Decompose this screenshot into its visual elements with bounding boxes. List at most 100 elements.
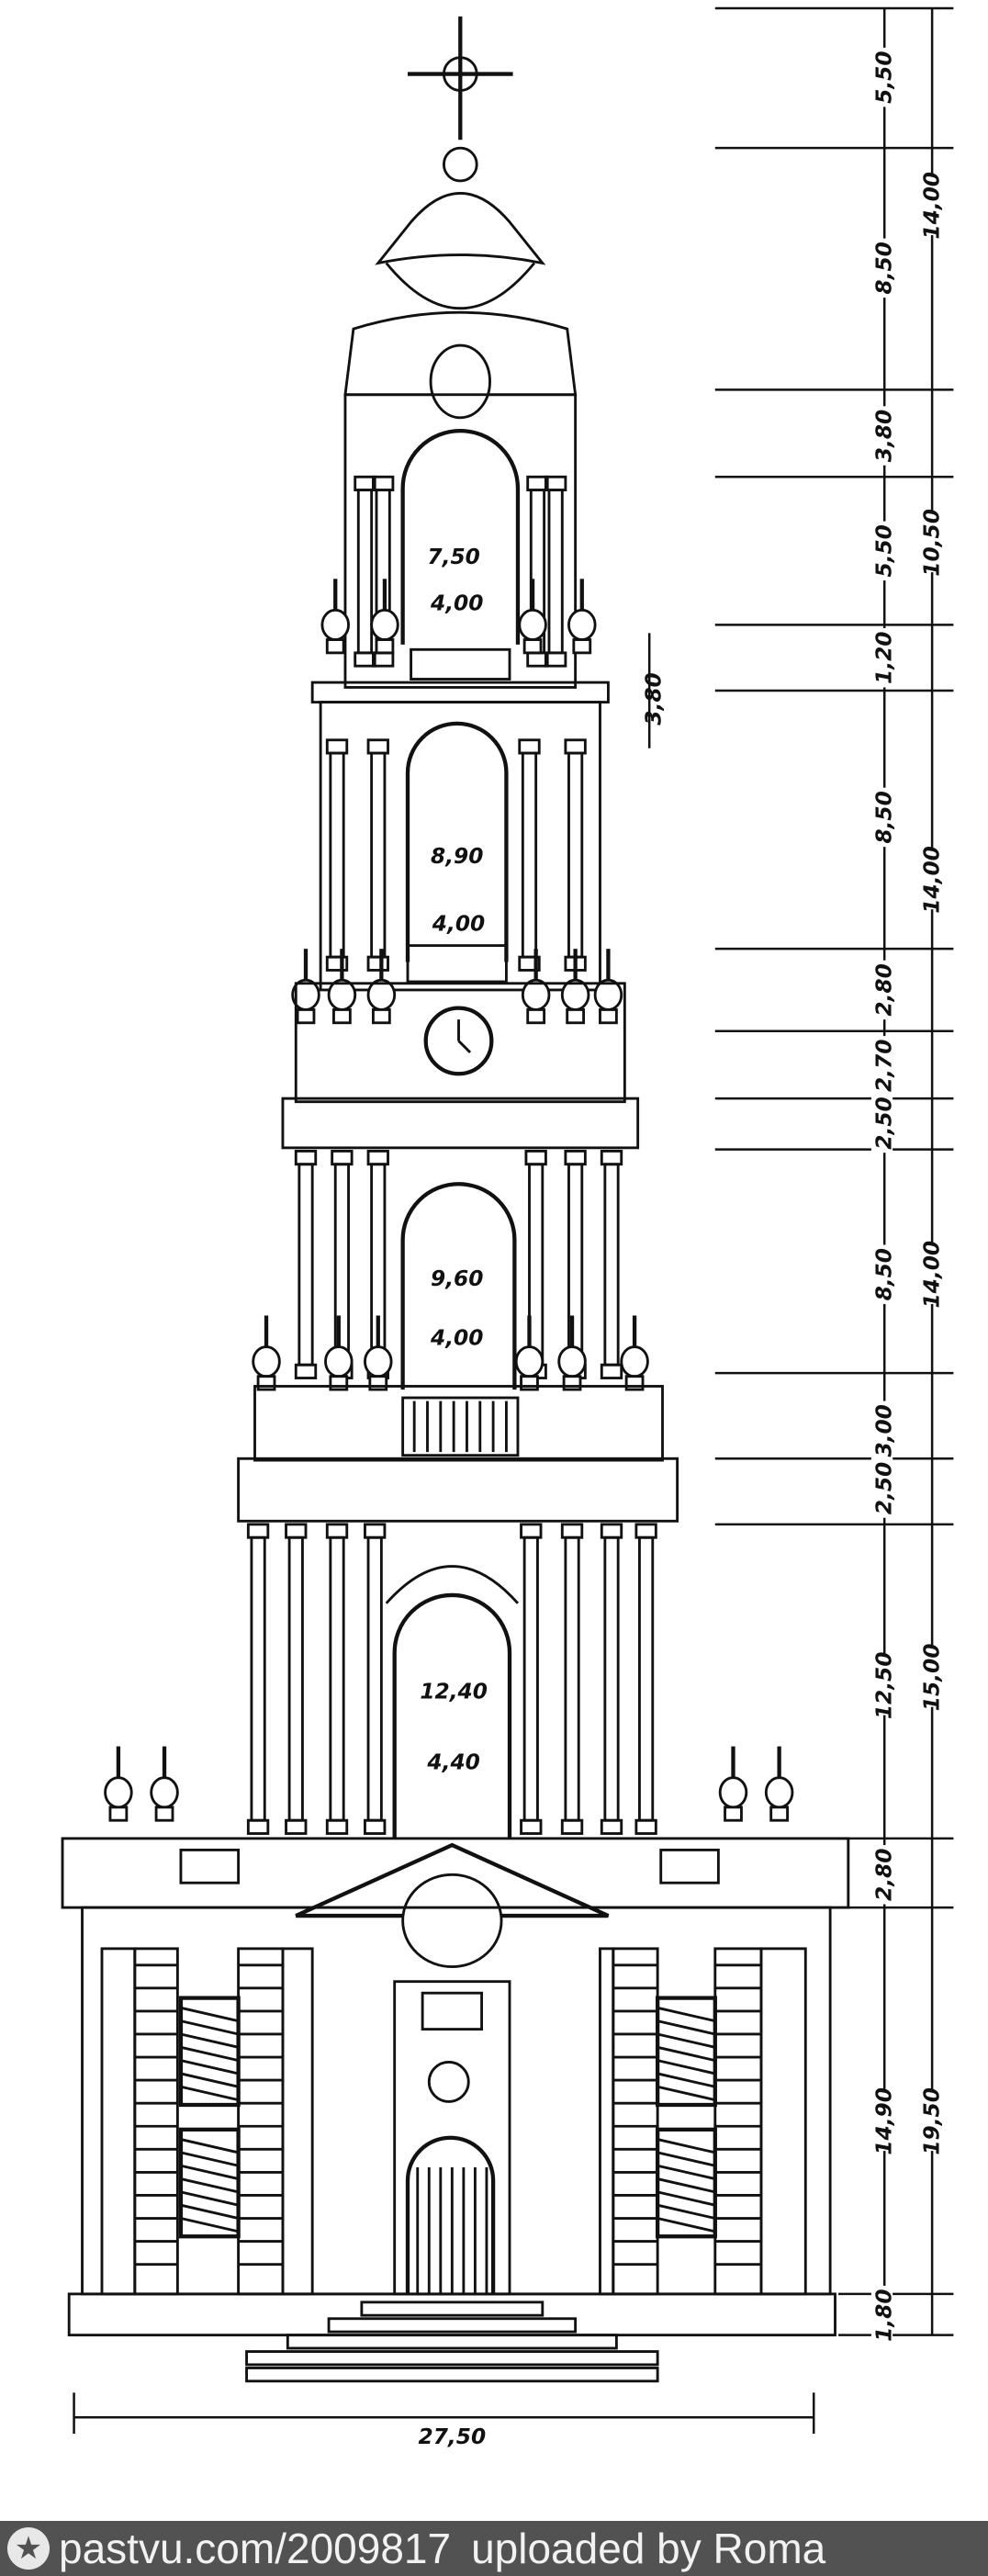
inner-dimension-label: 8,50 [871,242,896,294]
stage4-column-0-base [246,1818,270,1835]
inner-dimension-label: 2,50 [871,1462,896,1514]
opening-4-width: 4,40 [426,1750,479,1775]
tower [61,16,850,2383]
tower-elevation-drawing: 7,50 4,00 8,90 4,00 9,60 4,00 12,40 4,40… [61,6,954,2449]
stage3-column-3 [528,1163,545,1367]
banner-uploader: uploaded by Roma [471,2525,826,2572]
stage4-column-6-base [600,1818,623,1835]
lantern-ball [442,146,478,183]
base-urn-1 [150,1776,179,1809]
top-pilaster-0 [356,489,374,655]
stage4-column-1-base [285,1818,308,1835]
outer-dimension-gap-1 [918,512,941,573]
outer-dimension-label: 15,00 [919,1644,944,1712]
inner-dimension-gap-9 [870,1244,893,1304]
window-grille [657,2019,716,2036]
inner-dimension-label: 1,80 [871,2289,896,2341]
stage3-balustrade [401,1396,520,1457]
stage3-column-4-capital [564,1149,587,1166]
inner-dimension-gap-8 [870,1093,893,1153]
stage2-balustrade [406,944,508,984]
stage4-column-5 [564,1535,580,1822]
inner-dimension-gap-1 [870,238,893,298]
stage3-column-5-capital [600,1149,623,1166]
clock-stage [294,982,626,1104]
stage4-column-3-capital [364,1523,387,1539]
inner-dimension-label: 8,50 [871,791,896,843]
cartouche [429,343,491,420]
top-pilaster-1-capital [371,475,395,492]
stage3-urn-1 [324,1345,354,1378]
stage3-urn-0 [252,1345,281,1378]
stage3-column-5 [603,1163,620,1367]
base-urn-2-foot [724,1805,743,1822]
inner-dimension-label: 2,80 [871,963,896,1016]
base-urn-0 [104,1776,133,1809]
inner-dimension-gap-10 [870,1400,893,1461]
base-urn-1-foot [154,1805,174,1822]
stage3-urn-4-foot [562,1375,582,1391]
stage4-column-7 [638,1535,655,1822]
opening-3-width: 4,00 [430,1326,483,1351]
stage4-column-2-base [325,1818,349,1835]
stage2-column-0-capital [325,738,349,755]
stage4-column-3 [366,1535,383,1822]
stage3-column-1-capital [331,1149,354,1166]
step-4 [245,2367,659,2383]
window-grille [657,2164,716,2180]
window-grille [657,2138,716,2154]
coat-of-arms [401,1873,503,1968]
clock-hands [457,1019,472,1054]
inner-dimension-gap-5 [870,787,893,848]
window-grille [180,2059,239,2075]
top-finial-0 [320,608,350,641]
window-grille [180,2217,239,2233]
stage2-urn-1-foot [332,1008,352,1025]
base-urn-0-foot [108,1805,129,1822]
stage2-column-1 [370,751,387,959]
stage3-column-0-capital [294,1149,318,1166]
opening-2-width: 4,00 [432,911,485,936]
outer-dimension-label: 10,50 [919,509,944,577]
stage4-column-6 [603,1535,620,1822]
step-2 [286,2334,618,2350]
cross-icon [408,16,513,141]
stage3-plinth [253,1385,664,1462]
top-finial-2-foot [522,638,543,655]
opening-1-height: 7,50 [427,545,479,569]
top-pilaster-0-base [354,651,376,668]
stage2-opening [405,721,509,962]
stage3-urn-3 [514,1345,545,1378]
stage4-column-4 [522,1535,539,1822]
stage3-urn-2-foot [368,1375,388,1391]
stage4-column-6-capital [600,1523,623,1539]
stage4-column-4-base [520,1818,543,1835]
window-grille [180,2151,239,2167]
base-urn-3-foot [769,1805,790,1822]
lantern-dome [375,192,546,265]
window-grille [657,2045,716,2063]
outer-dimension-gap-3 [918,1244,941,1304]
stage4-column-2-capital [325,1523,349,1539]
inner-dimension-gap-12 [870,1656,893,1715]
top-finial-3 [567,608,597,641]
stage2-urn-5-foot [599,1008,618,1025]
base-urn-3 [764,1776,794,1809]
cross-center [442,56,478,92]
cartouche-crown [343,262,578,397]
stage4-column-7-capital [634,1523,657,1539]
outer-dimension-label: 14,00 [919,1241,944,1309]
stage4-cornice [237,1457,679,1523]
inner-dimension-gap-3 [870,521,893,581]
top-pilaster-1-base [371,651,395,668]
outer-dimension-label: 19,50 [919,2087,944,2155]
stage4-column-7-base [634,1818,657,1835]
window-grille [657,2190,716,2207]
portal-oculus [427,2060,470,2103]
stage3-urn-5 [620,1345,649,1378]
banner-url[interactable]: pastvu.com/2009817 [59,2525,452,2572]
inner-dimension-gap-11 [870,1458,893,1518]
opening-1-width: 4,00 [430,591,483,615]
stage2-column-3-capital [564,738,587,755]
step-0 [360,2300,545,2317]
